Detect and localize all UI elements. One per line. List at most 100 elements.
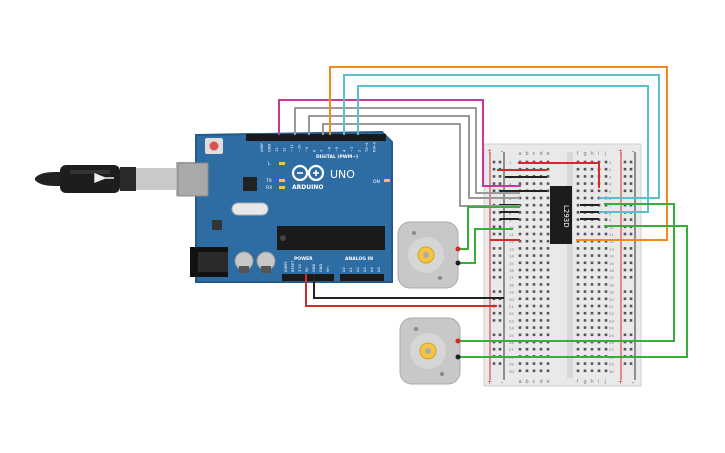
breadboard-hole[interactable] <box>597 326 601 329</box>
arduino-uno-board[interactable]: ARDUINO UNO DIGITAL (PWM~) POWER ANALOG … <box>177 130 393 283</box>
breadboard-hole[interactable] <box>576 167 580 171</box>
breadboard-hole[interactable] <box>597 347 601 351</box>
breadboard-hole[interactable] <box>597 319 601 322</box>
breadboard-hole[interactable] <box>525 247 529 250</box>
breadboard-hole[interactable] <box>576 239 580 243</box>
breadboard-hole[interactable] <box>518 182 522 185</box>
breadboard-hole[interactable] <box>576 218 580 221</box>
breadboard-hole[interactable] <box>576 203 580 207</box>
breadboard-hole[interactable] <box>525 304 529 308</box>
dc-motor-icon[interactable] <box>399 317 461 385</box>
breadboard-hole[interactable] <box>583 261 587 265</box>
breadboard-hole[interactable] <box>583 189 587 193</box>
breadboard-hole[interactable] <box>576 175 580 178</box>
breadboard-hole[interactable] <box>576 275 580 279</box>
rail-hole[interactable] <box>492 182 496 185</box>
breadboard-hole[interactable] <box>518 290 522 293</box>
breadboard-hole[interactable] <box>539 369 543 373</box>
breadboard-hole[interactable] <box>532 254 536 257</box>
breadboard-hole[interactable] <box>576 261 580 265</box>
breadboard-hole[interactable] <box>583 167 587 171</box>
breadboard-hole[interactable] <box>576 362 580 365</box>
breadboard-hole[interactable] <box>590 333 594 337</box>
breadboard-hole[interactable] <box>597 283 601 286</box>
rail-hole[interactable] <box>498 254 502 257</box>
breadboard-hole[interactable] <box>604 218 608 221</box>
breadboard-hole[interactable] <box>597 304 601 308</box>
breadboard-hole[interactable] <box>525 290 529 293</box>
breadboard-hole[interactable] <box>532 362 536 365</box>
rail-hole[interactable] <box>629 247 633 250</box>
rail-hole[interactable] <box>623 297 627 301</box>
rail-hole[interactable] <box>629 297 633 301</box>
rail-hole[interactable] <box>498 347 502 351</box>
breadboard-hole[interactable] <box>539 347 543 351</box>
breadboard-hole[interactable] <box>518 311 522 315</box>
breadboard-hole[interactable] <box>532 232 536 236</box>
breadboard-hole[interactable] <box>590 268 594 272</box>
rail-hole[interactable] <box>498 362 502 365</box>
breadboard-hole[interactable] <box>597 268 601 272</box>
l293d-chip[interactable]: L293D <box>550 186 572 244</box>
breadboard-hole[interactable] <box>525 275 529 279</box>
breadboard-hole[interactable] <box>604 247 608 250</box>
breadboard-hole[interactable] <box>546 268 550 272</box>
breadboard-hole[interactable] <box>525 347 529 351</box>
rail-hole[interactable] <box>492 160 496 164</box>
rail-hole[interactable] <box>629 311 633 315</box>
rail-hole[interactable] <box>492 189 496 193</box>
breadboard-hole[interactable] <box>546 239 550 243</box>
breadboard-hole[interactable] <box>590 175 594 178</box>
breadboard-hole[interactable] <box>518 254 522 257</box>
rail-hole[interactable] <box>492 218 496 221</box>
breadboard-hole[interactable] <box>590 239 594 243</box>
breadboard-hole[interactable] <box>576 225 580 229</box>
breadboard-hole[interactable] <box>576 319 580 322</box>
breadboard-hole[interactable] <box>532 218 536 221</box>
breadboard-hole[interactable] <box>539 247 543 250</box>
breadboard-hole[interactable] <box>583 362 587 365</box>
breadboard-hole[interactable] <box>604 326 608 329</box>
breadboard-hole[interactable] <box>590 290 594 293</box>
breadboard-hole[interactable] <box>532 326 536 329</box>
breadboard-hole[interactable] <box>590 304 594 308</box>
breadboard-hole[interactable] <box>576 268 580 272</box>
breadboard-hole[interactable] <box>590 369 594 373</box>
rail-hole[interactable] <box>623 167 627 171</box>
breadboard-hole[interactable] <box>539 261 543 265</box>
breadboard-hole[interactable] <box>525 326 529 329</box>
rail-hole[interactable] <box>492 362 496 365</box>
breadboard-hole[interactable] <box>532 290 536 293</box>
breadboard-hole[interactable] <box>546 189 550 193</box>
breadboard-hole[interactable] <box>539 218 543 221</box>
breadboard-hole[interactable] <box>539 362 543 365</box>
breadboard-hole[interactable] <box>604 254 608 257</box>
breadboard-hole[interactable] <box>576 196 580 200</box>
breadboard-hole[interactable] <box>590 247 594 250</box>
breadboard-hole[interactable] <box>576 211 580 214</box>
breadboard-hole[interactable] <box>539 304 543 308</box>
rail-hole[interactable] <box>623 232 627 236</box>
rail-hole[interactable] <box>492 211 496 214</box>
breadboard-hole[interactable] <box>539 254 543 257</box>
breadboard-hole[interactable] <box>546 304 550 308</box>
breadboard-hole[interactable] <box>546 261 550 265</box>
breadboard-hole[interactable] <box>597 333 601 337</box>
rail-hole[interactable] <box>492 290 496 293</box>
breadboard-hole[interactable] <box>525 319 529 322</box>
breadboard-hole[interactable] <box>518 304 522 308</box>
breadboard-hole[interactable] <box>532 196 536 200</box>
breadboard-hole[interactable] <box>604 189 608 193</box>
rail-hole[interactable] <box>629 189 633 193</box>
rail-hole[interactable] <box>629 203 633 207</box>
rail-hole[interactable] <box>492 311 496 315</box>
rail-hole[interactable] <box>623 362 627 365</box>
breadboard-hole[interactable] <box>576 333 580 337</box>
breadboard-hole[interactable] <box>532 333 536 337</box>
breadboard-hole[interactable] <box>546 225 550 229</box>
breadboard-hole[interactable] <box>525 182 529 185</box>
breadboard-hole[interactable] <box>525 225 529 229</box>
breadboard-hole[interactable] <box>546 297 550 301</box>
breadboard-hole[interactable] <box>590 297 594 301</box>
breadboard-hole[interactable] <box>518 211 522 214</box>
